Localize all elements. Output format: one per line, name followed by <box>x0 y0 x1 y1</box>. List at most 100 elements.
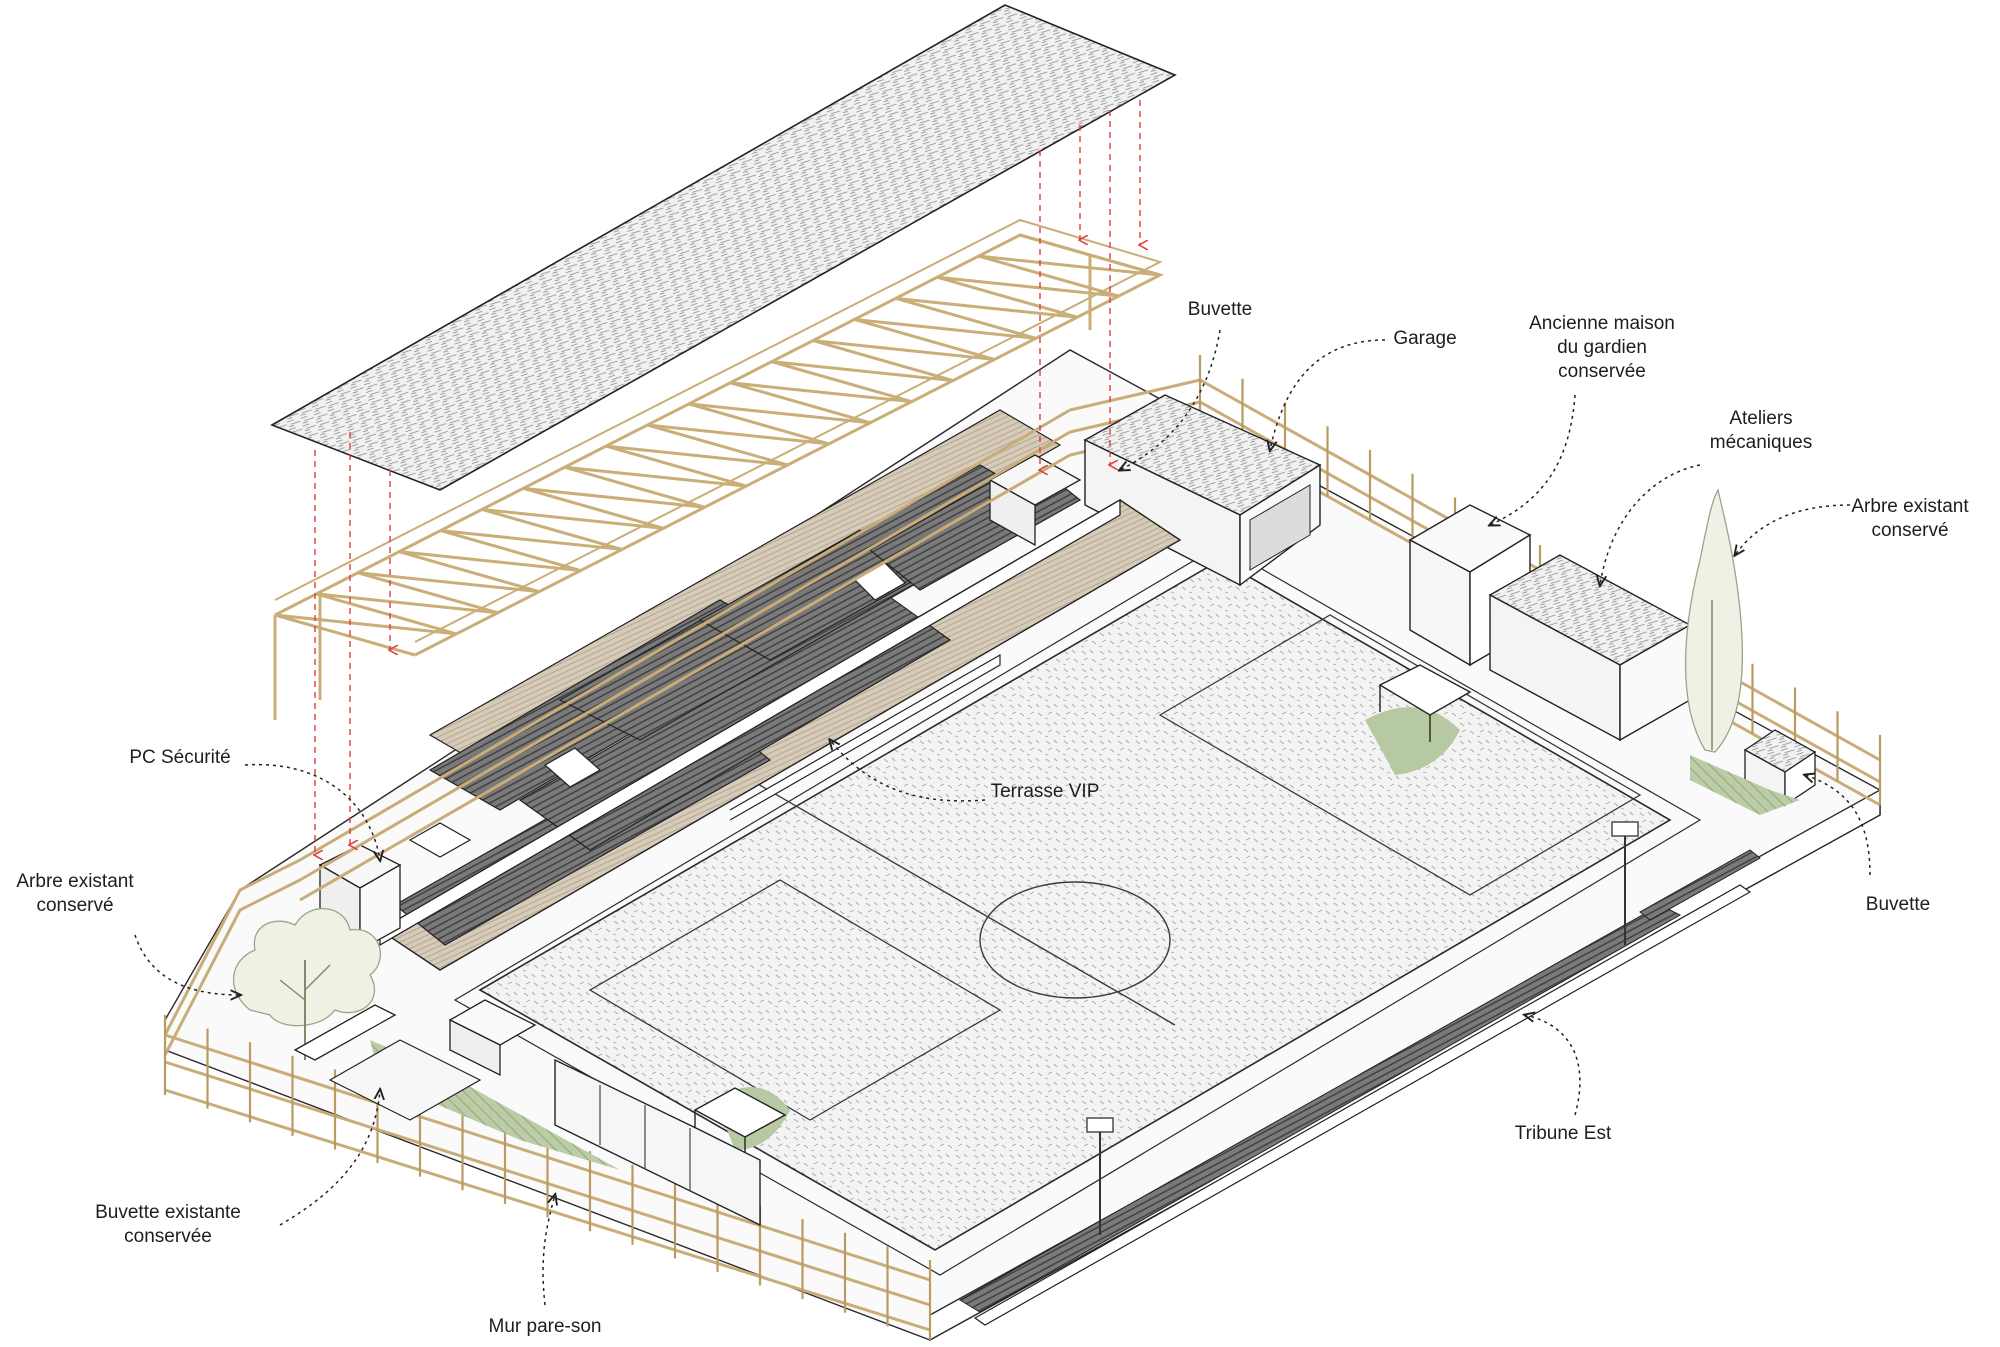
truss-member <box>605 444 747 488</box>
truss-member <box>357 571 499 615</box>
label-line: PC Sécurité <box>129 747 231 768</box>
truss-member <box>812 339 954 382</box>
truss-member <box>729 381 871 425</box>
goal-north <box>1378 664 1472 742</box>
timber-fence-west <box>163 858 301 1056</box>
mur-pare-son-wall <box>554 1058 761 1227</box>
truss-member <box>522 486 664 530</box>
tribune-est-stands <box>959 821 1761 1326</box>
tree-west-conserved <box>233 908 381 1060</box>
truss-diagonal <box>812 339 995 361</box>
label-line: Arbre existant <box>1851 496 1969 517</box>
truss-diagonal <box>854 317 1036 340</box>
truss-diagonal <box>895 296 1078 319</box>
ateliers-building <box>1488 554 1692 742</box>
label-line: Tribune Est <box>1514 1123 1612 1144</box>
label-ancienne-maison: Ancienne maison du gardien conservée <box>1529 312 1675 384</box>
penalty-area-south <box>588 879 1002 1121</box>
truss-member <box>688 402 830 446</box>
buvette-east-building <box>1743 729 1817 807</box>
label-line: conservé <box>1871 520 1949 541</box>
truss-diagonal <box>688 402 871 425</box>
label-line: conservée <box>124 1226 212 1247</box>
truss-member <box>854 318 995 361</box>
truss-member <box>564 465 706 509</box>
halfway-line <box>724 764 1176 1026</box>
football-pitch <box>453 544 1702 1276</box>
truss-diagonal <box>481 507 664 530</box>
centre-circle <box>979 881 1171 999</box>
label-line: conservée <box>1558 361 1646 382</box>
truss-diagonal <box>978 254 1161 277</box>
west-grandstand <box>318 409 1182 971</box>
label-ateliers: Ateliers mécaniques <box>1710 407 1812 455</box>
leader-ateliers <box>1600 464 1701 585</box>
access-ramp-west <box>293 1004 482 1121</box>
leader-ancienne-maison <box>1490 394 1576 525</box>
label-line: Ancienne maison <box>1529 313 1675 334</box>
truss-member <box>978 254 1120 298</box>
leader-buvette-existante <box>279 1090 380 1226</box>
label-line: du gardien <box>1557 337 1647 358</box>
truss-diagonal <box>564 465 747 488</box>
leader-tribune-est <box>1525 1015 1581 1116</box>
truss-diagonal <box>440 529 623 551</box>
leader-buvette-est <box>1805 775 1871 876</box>
truss-member <box>398 550 540 594</box>
label-line: Buvette <box>1187 299 1253 320</box>
truss-diagonal <box>937 275 1119 298</box>
label-garage: Garage <box>1393 327 1456 351</box>
label-line: Buvette existante <box>95 1202 241 1223</box>
truss-diagonal <box>730 381 912 404</box>
leader-terrasse-vip <box>830 740 986 802</box>
truss-member <box>647 423 788 467</box>
label-arbre-est: Arbre existant conservé <box>1851 495 1968 543</box>
truss-member <box>895 296 1037 340</box>
label-buvette-existante: Buvette existante conservée <box>95 1201 241 1249</box>
truss-member <box>481 508 623 551</box>
tree-east-conserved <box>1684 488 1800 815</box>
label-line: Mur pare-son <box>488 1316 602 1337</box>
timber-fence-grandstand <box>299 408 1071 902</box>
label-pc-securite: PC Sécurité <box>129 746 230 770</box>
label-line: Buvette <box>1865 894 1931 915</box>
label-line: conservé <box>36 895 114 916</box>
truss-diagonal <box>274 613 457 636</box>
leader-lines <box>134 329 1871 1306</box>
truss-member <box>771 360 913 404</box>
garage-building <box>1083 394 1322 587</box>
label-line: Arbre existant <box>16 871 134 892</box>
truss-member <box>936 275 1078 319</box>
label-mur-pare-son: Mur pare-son <box>489 1315 602 1339</box>
truss-diagonal <box>523 486 705 509</box>
roof-slab <box>270 4 1177 491</box>
label-buvette-north: Buvette <box>1188 298 1252 322</box>
grass-arc-north <box>1365 707 1460 775</box>
truss-diagonal <box>316 592 498 615</box>
label-line: mécaniques <box>1709 432 1813 453</box>
leader-arbre-est <box>1735 504 1851 555</box>
timber-roof-truss <box>273 218 1165 720</box>
leader-garage <box>1270 339 1386 450</box>
label-buvette-est: Buvette <box>1866 893 1930 917</box>
label-line: Garage <box>1393 328 1457 349</box>
label-arbre-ouest: Arbre existant conservé <box>16 870 133 918</box>
buvette-existante-building <box>448 999 537 1077</box>
truss-diagonal <box>399 550 581 573</box>
truss-member <box>315 592 457 636</box>
assembly-dashed-arrows <box>315 100 1140 855</box>
truss-diagonal <box>357 571 540 594</box>
label-terrasse-vip: Terrasse VIP <box>991 780 1100 804</box>
leader-mur-pare-son <box>542 1195 555 1306</box>
fence-posts-south <box>163 1015 932 1340</box>
leader-buvette-north <box>1120 329 1221 470</box>
penalty-area-north <box>1158 614 1642 896</box>
label-tribune-est: Tribune Est <box>1515 1122 1611 1146</box>
truss-diagonal <box>605 444 788 467</box>
label-line: Terrasse VIP <box>990 781 1100 802</box>
label-line: Ateliers <box>1729 408 1793 429</box>
truss-member <box>440 529 581 572</box>
leader-arbre-ouest <box>134 934 240 995</box>
